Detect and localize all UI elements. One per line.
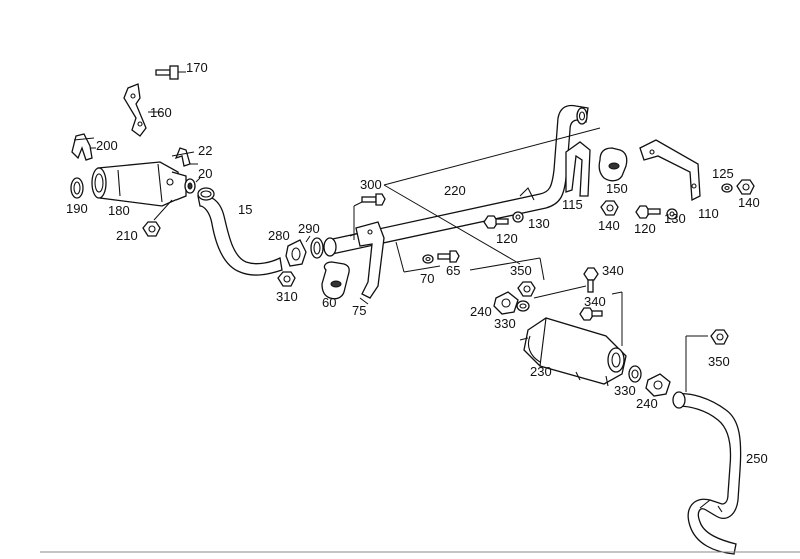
label-280: 280: [268, 228, 290, 243]
part-20-ring[interactable]: [184, 178, 196, 194]
leader-lines: [190, 127, 708, 392]
label-350-a: 350: [510, 263, 532, 278]
part-290-gasket[interactable]: [310, 237, 324, 259]
part-250-tail-pipe[interactable]: [672, 391, 742, 555]
part-330-ring-a[interactable]: [516, 300, 530, 312]
part-240-gasket-b[interactable]: [645, 373, 671, 397]
label-340-b: 340: [584, 294, 606, 309]
part-65-bolt[interactable]: [437, 250, 460, 263]
label-200: 200: [96, 138, 118, 153]
label-120-b: 120: [634, 221, 656, 236]
label-140-a: 140: [598, 218, 620, 233]
part-140-nut-a[interactable]: [600, 200, 619, 216]
label-240-a: 240: [470, 304, 492, 319]
part-340-bolt-a[interactable]: [583, 267, 599, 293]
part-125-washer[interactable]: [721, 183, 733, 193]
label-130-b: 130: [664, 211, 686, 226]
label-75: 75: [352, 303, 366, 318]
part-150-isolator[interactable]: [598, 147, 628, 182]
part-140-nut-b[interactable]: [736, 179, 755, 195]
part-180-catalytic-converter[interactable]: [91, 161, 187, 207]
callout-labels: 170 160 200 22 20 190 180 15 210 280 290…: [66, 60, 768, 466]
label-350-b: 350: [708, 354, 730, 369]
part-240-gasket-a[interactable]: [493, 291, 519, 315]
part-130-washer-a[interactable]: [512, 211, 524, 223]
label-220: 220: [444, 183, 466, 198]
label-15: 15: [238, 202, 252, 217]
label-330-b: 330: [614, 383, 636, 398]
label-300: 300: [360, 177, 382, 192]
part-350-nut-b[interactable]: [710, 329, 729, 345]
part-170-bolt[interactable]: [155, 65, 179, 80]
label-340-a: 340: [602, 263, 624, 278]
label-240-b: 240: [636, 396, 658, 411]
part-70-washer[interactable]: [422, 254, 434, 264]
label-230: 230: [530, 364, 552, 379]
part-130-washer-b[interactable]: [666, 208, 678, 220]
part-280-flange[interactable]: [285, 239, 307, 267]
part-115-hanger[interactable]: [565, 141, 591, 197]
label-65: 65: [446, 263, 460, 278]
label-22: 22: [198, 143, 212, 158]
label-115: 115: [562, 197, 583, 212]
label-210: 210: [116, 228, 138, 243]
part-160-bracket[interactable]: [123, 83, 147, 137]
part-310-nut[interactable]: [277, 271, 296, 287]
part-60-isolator[interactable]: [321, 261, 350, 300]
label-120-a: 120: [496, 231, 518, 246]
part-210-nut[interactable]: [142, 221, 161, 237]
part-22-clamp[interactable]: [171, 147, 195, 167]
part-350-nut-a[interactable]: [517, 281, 536, 297]
label-150: 150: [606, 181, 628, 196]
label-190: 190: [66, 201, 88, 216]
label-130-a: 130: [528, 216, 550, 231]
label-140-b: 140: [738, 195, 760, 210]
part-230-rear-muffler[interactable]: [519, 317, 627, 387]
part-75-bracket[interactable]: [355, 221, 385, 299]
label-20: 20: [198, 166, 212, 181]
part-200-clamp[interactable]: [71, 133, 95, 161]
label-310: 310: [276, 289, 298, 304]
label-125: 125: [712, 166, 734, 181]
label-330-a: 330: [494, 316, 516, 331]
label-250: 250: [746, 451, 768, 466]
label-290: 290: [298, 221, 320, 236]
label-180: 180: [108, 203, 130, 218]
label-110: 110: [698, 206, 719, 221]
label-160: 160: [150, 105, 172, 120]
part-120-bolt-a[interactable]: [483, 215, 509, 229]
part-120-bolt-b[interactable]: [635, 205, 661, 219]
part-330-ring-b[interactable]: [628, 365, 642, 383]
part-15-front-pipe[interactable]: [197, 187, 283, 276]
part-340-bolt-b[interactable]: [579, 307, 603, 321]
part-300-bolt[interactable]: [361, 193, 386, 206]
part-190-gasket[interactable]: [70, 177, 84, 199]
part-110-bracket[interactable]: [639, 139, 701, 202]
label-70: 70: [420, 271, 434, 286]
label-170: 170: [186, 60, 208, 75]
label-60: 60: [322, 295, 336, 310]
